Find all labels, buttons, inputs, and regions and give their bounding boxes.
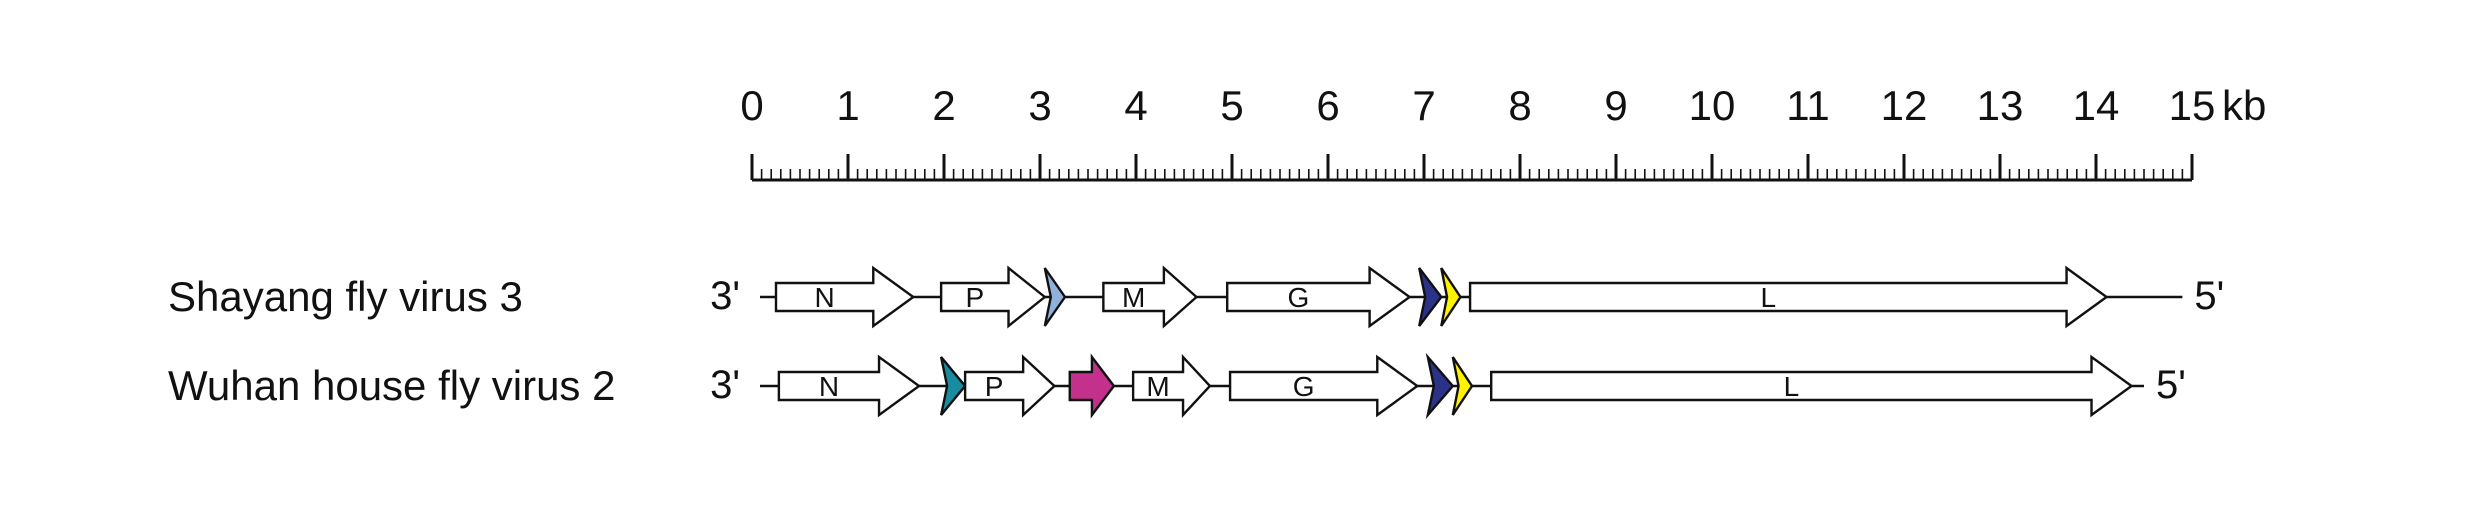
gene-navy-arrow [1418, 267, 1443, 327]
tick-label: 6 [1316, 82, 1339, 129]
three-prime-end-label: 3' [710, 274, 740, 318]
tick-label: 14 [2073, 82, 2120, 129]
gene-label: G [1288, 282, 1310, 313]
gene-label: L [1784, 371, 1800, 402]
tick-label: 1 [836, 82, 859, 129]
tick-label: 9 [1604, 82, 1627, 129]
gene-g-arrow [1228, 354, 1420, 418]
genome-row: Shayang fly virus 3 3' 5' N P M G L [168, 265, 2224, 329]
gene-label: G [1293, 371, 1315, 402]
tick-label: 5 [1220, 82, 1243, 129]
gene-n-arrow [774, 265, 916, 329]
five-prime-end-label: 5' [2156, 363, 2186, 407]
gene-l-arrow [1489, 354, 2134, 418]
five-prime-end-label: 5' [2194, 274, 2224, 318]
gene-g-arrow [1225, 265, 1412, 329]
gene-magenta-arrow [1068, 353, 1116, 419]
scale-unit-label: kb [2222, 82, 2266, 129]
gene-light-blue-arrow [1043, 267, 1067, 327]
gene-navy-arrow [1425, 352, 1455, 420]
gene-label: M [1146, 371, 1169, 402]
tick-label: 7 [1412, 82, 1435, 129]
tick-label: 8 [1508, 82, 1531, 129]
gene-yellow-arrow [1440, 267, 1462, 327]
tick-label: 12 [1881, 82, 1928, 129]
gene-m-arrow [1102, 265, 1199, 329]
gene-label: N [819, 371, 839, 402]
tick-label: 0 [740, 82, 763, 129]
gene-n-arrow [777, 354, 922, 418]
tick-label: 15 [2169, 82, 2216, 129]
gene-p-arrow [963, 354, 1057, 418]
genome-name-label: Shayang fly virus 3 [168, 273, 523, 320]
genome-row: Wuhan house fly virus 2 3' 5' N P M G L [168, 352, 2186, 420]
tick-label: 11 [1786, 82, 1830, 129]
genome-name-label: Wuhan house fly virus 2 [168, 362, 615, 409]
gene-label: L [1761, 282, 1777, 313]
gene-p-arrow [939, 265, 1047, 329]
tick-label: 13 [1977, 82, 2024, 129]
tick-label: 2 [932, 82, 955, 129]
gene-label: P [985, 371, 1004, 402]
tick-label: 4 [1124, 82, 1147, 129]
gene-label: N [815, 282, 835, 313]
gene-label: P [965, 282, 984, 313]
gene-teal-arrow [939, 356, 967, 416]
gene-yellow-arrow [1451, 356, 1474, 416]
three-prime-end-label: 3' [710, 363, 740, 407]
gene-label: M [1122, 282, 1145, 313]
tick-label: 3 [1028, 82, 1051, 129]
tick-label: 10 [1689, 82, 1736, 129]
gene-m-arrow [1131, 353, 1212, 419]
gene-l-arrow [1468, 265, 2109, 329]
